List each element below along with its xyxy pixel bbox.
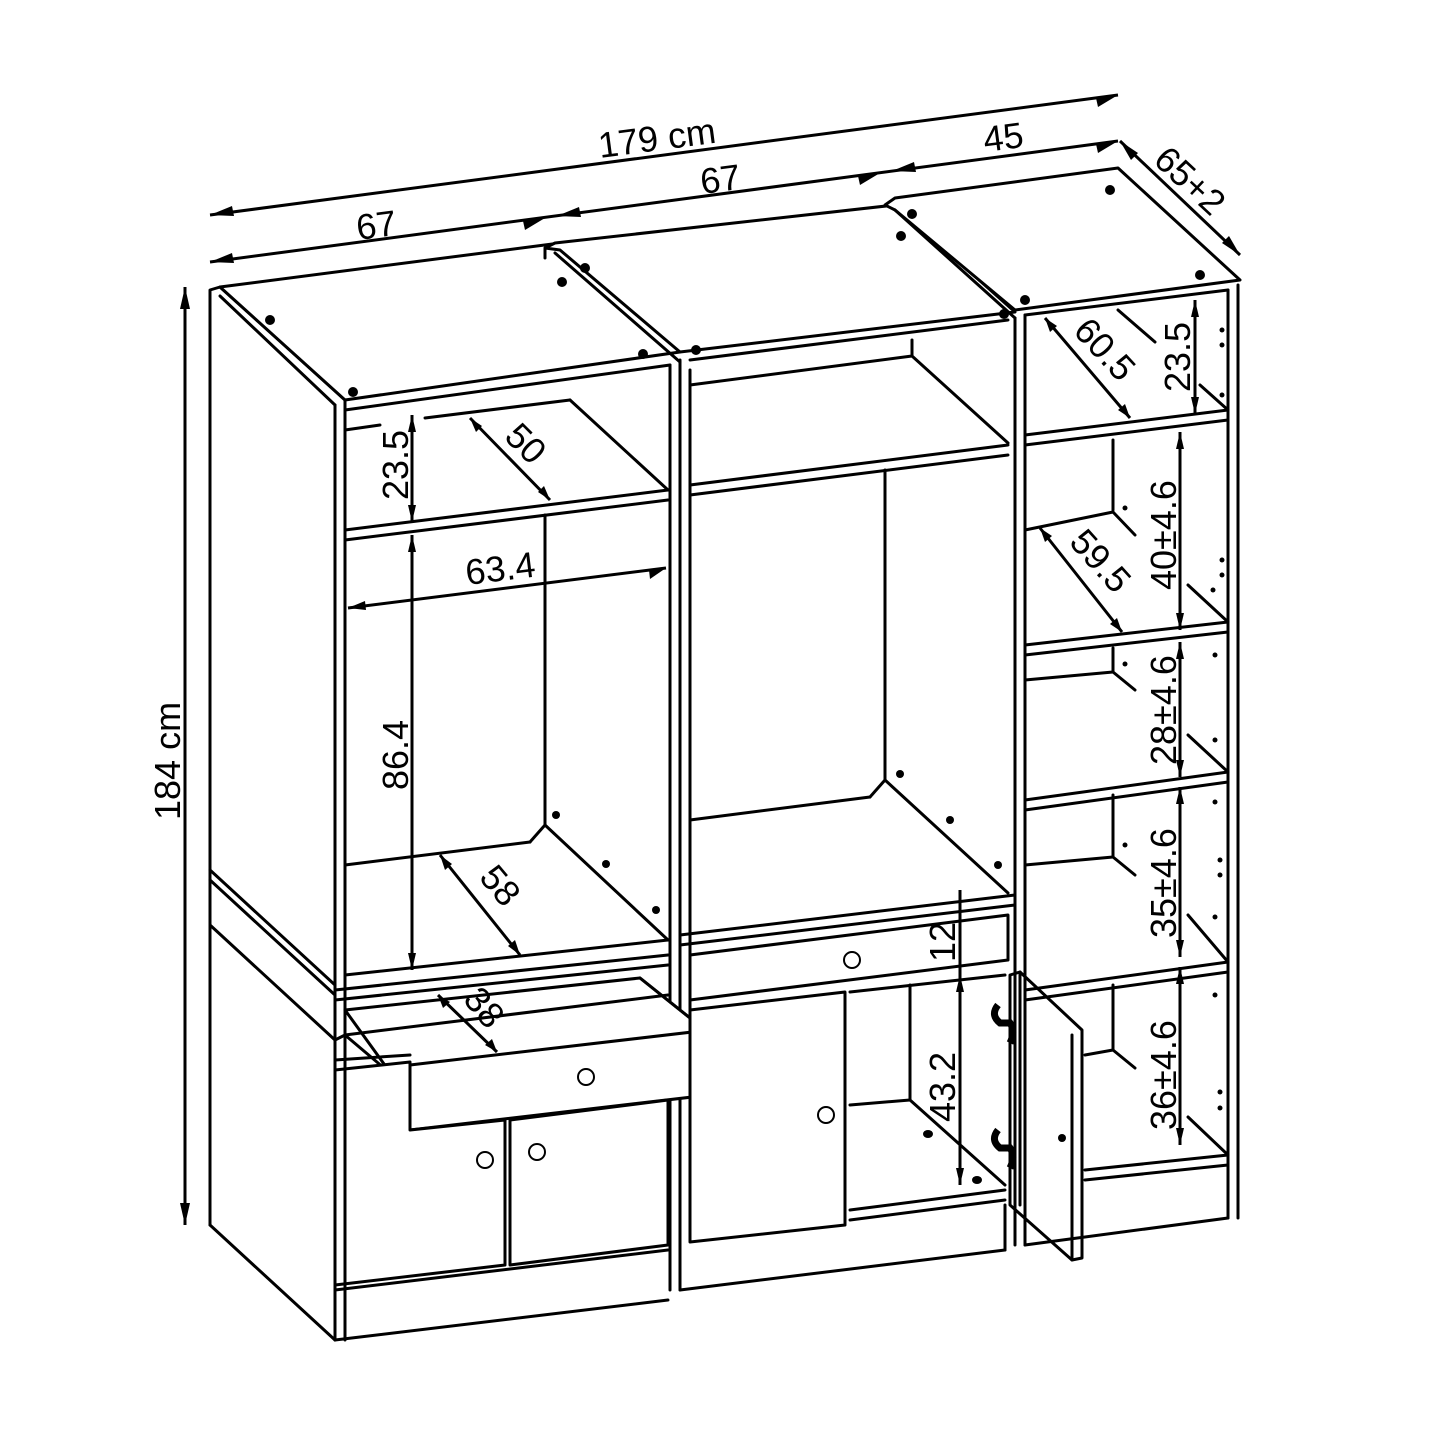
left-module [208,241,757,1342]
right-shelf-1-height-label: 40±4.6 [1143,480,1184,590]
left-module-width-label: 67 [354,202,399,248]
right-shelf-2-height-label: 28±4.6 [1143,655,1184,765]
overall-width-label: 179 cm [596,110,718,166]
right-module-width-label: 45 [981,114,1026,160]
left-top-shelf-height-label: 23.5 [375,430,416,500]
height-dimension: 184 cm [147,287,190,1225]
middle-cabinet-height-label: 43.2 [922,1052,963,1122]
right-module [883,166,1242,1247]
right-shelf-depth-label: 59.5 [1062,521,1139,601]
left-hanging-width-label: 63.4 [463,544,538,593]
middle-module-dimensions: 12 43.2 [922,890,964,1185]
right-shelf-3-height-label: 35±4.6 [1143,828,1184,938]
right-shelf-4-height-label: 36±4.6 [1143,1020,1184,1130]
hinge-icon [991,1127,1017,1170]
middle-module-width-label: 67 [698,156,743,202]
right-top-shelf-height-label: 23.5 [1157,322,1198,392]
height-label: 184 cm [147,702,188,820]
middle-module [543,203,1084,1292]
shelf-pin-holes [1122,327,1225,1111]
left-hanging-height-label: 86.4 [375,720,416,790]
hinge-icon [991,1002,1017,1045]
middle-drawer-height-label: 12 [922,922,963,962]
left-top-shelf-depth-label: 50 [497,415,554,472]
module-width-dimension: 67 67 45 [209,114,1119,264]
